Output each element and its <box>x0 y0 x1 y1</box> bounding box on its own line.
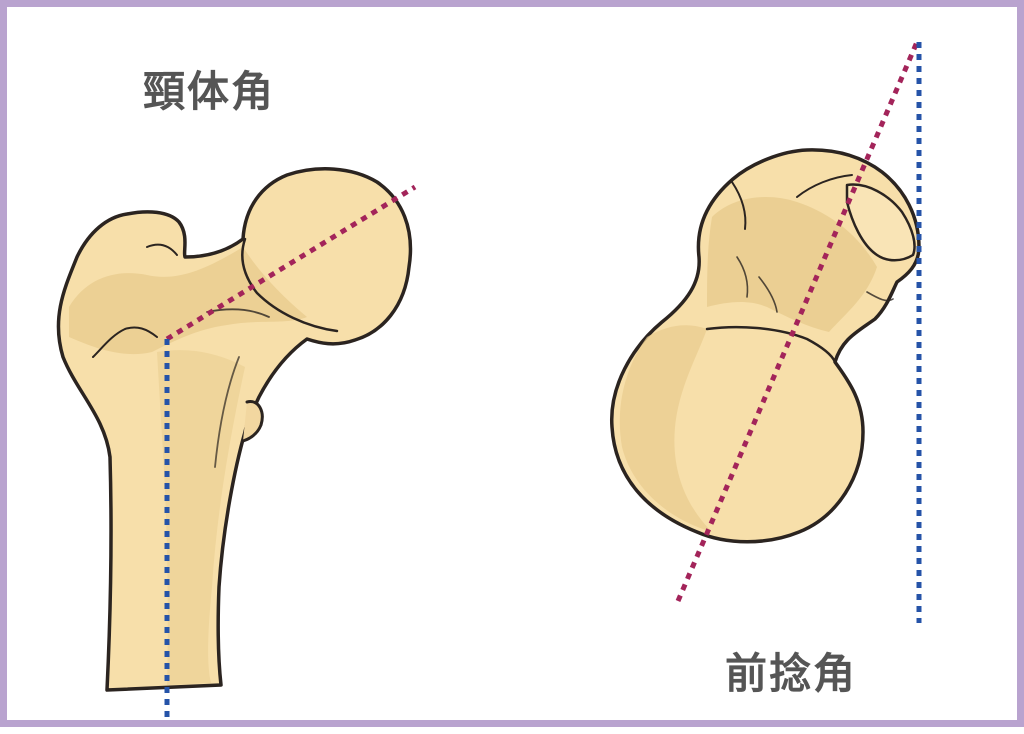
femur-top-view <box>610 148 921 544</box>
femur-front-outline <box>56 167 413 692</box>
femur-illustration <box>56 41 922 717</box>
femoral-head-contour <box>241 237 339 333</box>
neck-ridge <box>206 308 270 318</box>
surface-crack-3 <box>866 291 894 302</box>
surface-crack-2 <box>758 276 778 313</box>
lesser-trochanter <box>241 400 264 443</box>
condyle-facet <box>845 183 916 262</box>
neck-axis-line <box>165 184 417 342</box>
femur-front-view <box>56 167 413 692</box>
trochanteric-notch <box>146 243 178 256</box>
femur-front-shade-shaft <box>157 350 245 685</box>
condyle-ridge <box>731 181 747 230</box>
condyle-ridge-2 <box>796 174 853 198</box>
shaft-line <box>214 356 240 468</box>
femoral-head-top-contour <box>705 325 837 364</box>
anteversion-angle-label: 前捻角 <box>725 649 858 698</box>
anteversion-axis-line <box>675 41 920 602</box>
femur-top-shade-lower <box>619 325 712 532</box>
neck-shaft-angle-label: 頸体角 <box>143 67 276 116</box>
trochanter-detail <box>92 326 158 358</box>
surface-crack-1 <box>736 256 749 298</box>
